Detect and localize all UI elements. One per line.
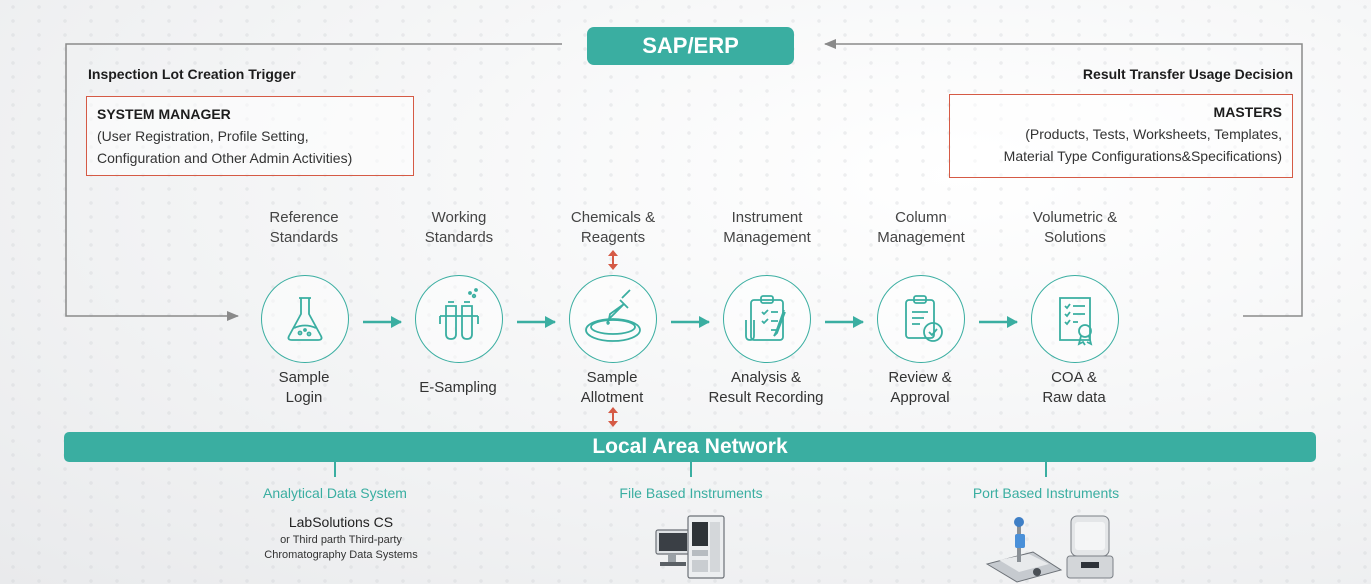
system-manager-line2: Configuration and Other Admin Activities…: [97, 150, 353, 166]
third-party-line2: Chromatography Data Systems: [264, 549, 418, 561]
e-sampling-step: [415, 275, 503, 363]
system-manager-title: SYSTEM MANAGER: [97, 106, 231, 122]
coa-step: [1031, 275, 1119, 363]
sample-login-step: [261, 275, 349, 363]
lan-connector: [690, 462, 692, 477]
dropper-dish-icon: [585, 289, 641, 342]
masters-line2: Material Type Configurations&Specificati…: [1003, 148, 1282, 164]
masters-line1: (Products, Tests, Worksheets, Templates,: [1025, 126, 1282, 142]
step-label-coa: COA &Raw data: [1042, 369, 1106, 406]
masters-title: MASTERS: [1213, 104, 1282, 120]
flask-icon: [287, 297, 323, 341]
step-label-analysis: Analysis &Result Recording: [708, 369, 824, 406]
left-caption: Inspection Lot Creation Trigger: [88, 66, 296, 82]
certificate-icon: [1059, 297, 1093, 346]
analysis-step: [723, 275, 811, 363]
right-loop-line: [824, 39, 1303, 317]
double-arrow-icon: [608, 407, 618, 427]
step-label-e-sampling: E-Sampling: [419, 379, 497, 396]
system-manager-box: SYSTEM MANAGER (User Registration, Profi…: [86, 96, 414, 176]
local-area-network-bar: Local Area Network: [64, 432, 1316, 462]
step-label-review: Review &Approval: [888, 369, 952, 406]
masters-box: MASTERS (Products, Tests, Worksheets, Te…: [949, 94, 1293, 178]
right-caption: Result Transfer Usage Decision: [1082, 66, 1293, 82]
top-label-chemicals-reagents: Chemicals &Reagents: [570, 209, 656, 246]
clipboard-checklist-icon: [745, 295, 786, 341]
file-based-instrument-image: [655, 515, 725, 579]
lan-connector: [1045, 462, 1047, 477]
file-based-instruments-label: File Based Instruments: [619, 485, 763, 501]
top-label-volumetric-solutions: Volumetric &Solutions: [1032, 209, 1118, 246]
left-loop-line: [65, 43, 562, 321]
port-based-instruments-label: Port Based Instruments: [972, 485, 1120, 501]
system-manager-line1: (User Registration, Profile Setting,: [97, 128, 309, 144]
double-arrow-icon: [608, 250, 618, 270]
port-based-instrument-image: [985, 515, 1114, 583]
test-tubes-icon: [439, 288, 479, 340]
lan-connector: [334, 462, 336, 477]
review-step: [877, 275, 965, 363]
sample-allotment-step: [569, 275, 657, 363]
analytical-data-system-label: Analytical Data System: [263, 485, 407, 501]
labsolutions-label: LabSolutions CS: [288, 514, 394, 530]
third-party-line1: or Third parth Third-party: [280, 534, 402, 546]
clipboard-check-icon: [905, 295, 943, 342]
sap-erp-badge: SAP/ERP: [587, 27, 794, 65]
